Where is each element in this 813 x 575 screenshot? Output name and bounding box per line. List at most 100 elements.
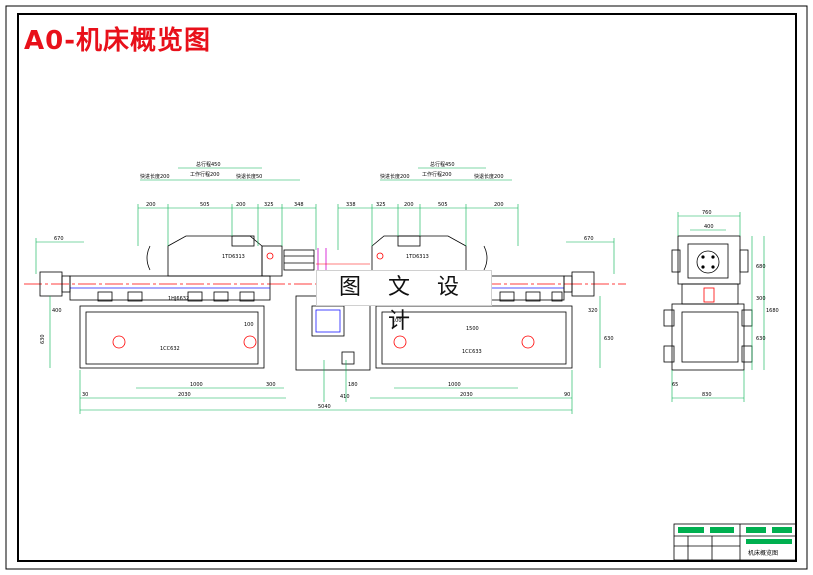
- right-head-cap: [397, 235, 421, 247]
- right-base-inner: [381, 311, 567, 365]
- left-slide-label: 1HJ6632: [168, 296, 189, 302]
- right-dim-row3-c: 200: [404, 202, 414, 208]
- right-bottom-0-text: 90: [564, 392, 570, 398]
- side-bolt-1: [701, 255, 705, 259]
- left-base-inner: [85, 311, 259, 365]
- right-base-hole-2: [521, 335, 535, 349]
- side-height-4-text: 630: [756, 336, 766, 342]
- left-dim-row2-c: 快退长度50: [236, 173, 262, 180]
- left-unit: [39, 235, 315, 369]
- left-slide-slot-4: [213, 291, 229, 302]
- side-base-ear-4: [741, 345, 753, 363]
- side-height-1-text: 680: [756, 264, 766, 270]
- left-tooling: [283, 249, 315, 271]
- left-dim-row3-d: 325: [264, 202, 274, 208]
- side-key: [703, 287, 715, 303]
- right-height-a-text: 320: [588, 308, 598, 314]
- outer-border: [5, 5, 808, 570]
- right-head-label: 1TD6313: [406, 254, 429, 260]
- side-dimension-texts: 760 400 830 65 680 300 1680 630: [672, 210, 779, 398]
- center-window: [311, 305, 345, 337]
- right-small-a-text: 100: [392, 318, 402, 324]
- left-base-label: 1CC632: [160, 346, 180, 352]
- left-bottom-1-text: 1000: [190, 382, 203, 388]
- left-bottom-3-text: 2030: [178, 392, 191, 398]
- right-handwheel-hub: [563, 275, 573, 293]
- title-block-green-3: [746, 527, 766, 533]
- center-window-inner: [315, 309, 341, 333]
- side-base-inner: [681, 311, 739, 363]
- side-head-inner: [687, 243, 729, 279]
- side-bolt-3: [701, 265, 705, 269]
- right-bottom-2-text: 2030: [460, 392, 473, 398]
- center-dim-1-text: 180: [348, 382, 358, 388]
- right-dim-row3-e: 200: [494, 202, 504, 208]
- right-spindle-mark: [376, 252, 384, 260]
- center-foot: [341, 351, 355, 365]
- right-base: [375, 305, 573, 369]
- side-bolt-2: [711, 255, 715, 259]
- dimension-texts: 总行程450 快进长度200 工作行程200 快退长度50 200 505 20…: [40, 161, 614, 410]
- left-head-cap: [231, 235, 255, 247]
- right-slide-slot-3: [551, 291, 563, 302]
- right-dim-row3-b: 325: [376, 202, 386, 208]
- right-dim-row1-text: 总行程450: [430, 161, 455, 168]
- watermark: 图 文 设 计: [316, 270, 492, 334]
- left-spindle-box: [261, 245, 283, 277]
- left-dim-row2-a: 快进长度200: [140, 173, 170, 180]
- left-dim-row3-a: 200: [146, 202, 156, 208]
- left-spindle-mark: [266, 252, 274, 260]
- side-left-tab: [671, 249, 681, 273]
- side-base-ear-2: [663, 345, 675, 363]
- side-width-mid-text: 400: [704, 224, 714, 230]
- left-slide-slot-3: [187, 291, 203, 302]
- left-slide-slot-2: [127, 291, 143, 302]
- side-spindle-circle: [696, 250, 720, 274]
- side-base-ear-1: [663, 309, 675, 327]
- side-base: [671, 303, 745, 371]
- left-head-label: 1TD6313: [222, 254, 245, 260]
- right-dim-row3-d: 505: [438, 202, 448, 208]
- right-bottom-1-text: 1000: [448, 382, 461, 388]
- side-height-3-text: 1680: [766, 308, 779, 314]
- center-dim-2-text: 410: [340, 394, 350, 400]
- right-slide-slot-2: [525, 291, 541, 302]
- side-height-2-text: 300: [756, 296, 766, 302]
- right-motor-curve: [483, 245, 488, 271]
- title-block-green-1: [678, 527, 704, 533]
- left-base: [79, 305, 265, 369]
- title-block-green-5: [746, 539, 792, 544]
- side-base-offset-text: 65: [672, 382, 678, 388]
- drawing-title: A0-机床概览图: [24, 26, 212, 56]
- title-block-name: 机床概览图: [748, 549, 778, 557]
- left-overhang-text: 670: [54, 236, 64, 242]
- right-dim-row3-a: 338: [346, 202, 356, 208]
- center-base: [295, 295, 371, 371]
- right-slide-slot-1: [499, 291, 515, 302]
- left-bottom-0-text: 30: [82, 392, 88, 398]
- left-dim-row1-text: 总行程450: [196, 161, 221, 168]
- left-base-hole-2: [243, 335, 257, 349]
- left-dim-row3-c: 200: [236, 202, 246, 208]
- title-block-frame: [673, 523, 797, 561]
- dimension-lines: [35, 167, 615, 414]
- left-base-hole-1: [112, 335, 126, 349]
- left-bottom-2-text: 300: [266, 382, 276, 388]
- left-slide-slot-1: [97, 291, 113, 302]
- left-dim-row3-b: 505: [200, 202, 210, 208]
- side-slide: [681, 283, 739, 305]
- side-width-top-text: 760: [702, 210, 712, 216]
- side-head: [677, 235, 741, 285]
- left-dim-row3-e: 348: [294, 202, 304, 208]
- left-small-a-text: 100: [244, 322, 254, 328]
- side-base-ear-3: [741, 309, 753, 327]
- right-base-hole-1: [393, 335, 407, 349]
- title-block-green-2: [710, 527, 734, 533]
- left-height-b-text: 630: [40, 334, 46, 344]
- left-handwheel-hub: [61, 275, 71, 293]
- side-dimension-lines: [671, 212, 765, 402]
- right-dim-row2-a: 快进长度200: [380, 173, 410, 180]
- left-height-a-text: 400: [52, 308, 62, 314]
- total-dim-text: 5040: [318, 404, 331, 410]
